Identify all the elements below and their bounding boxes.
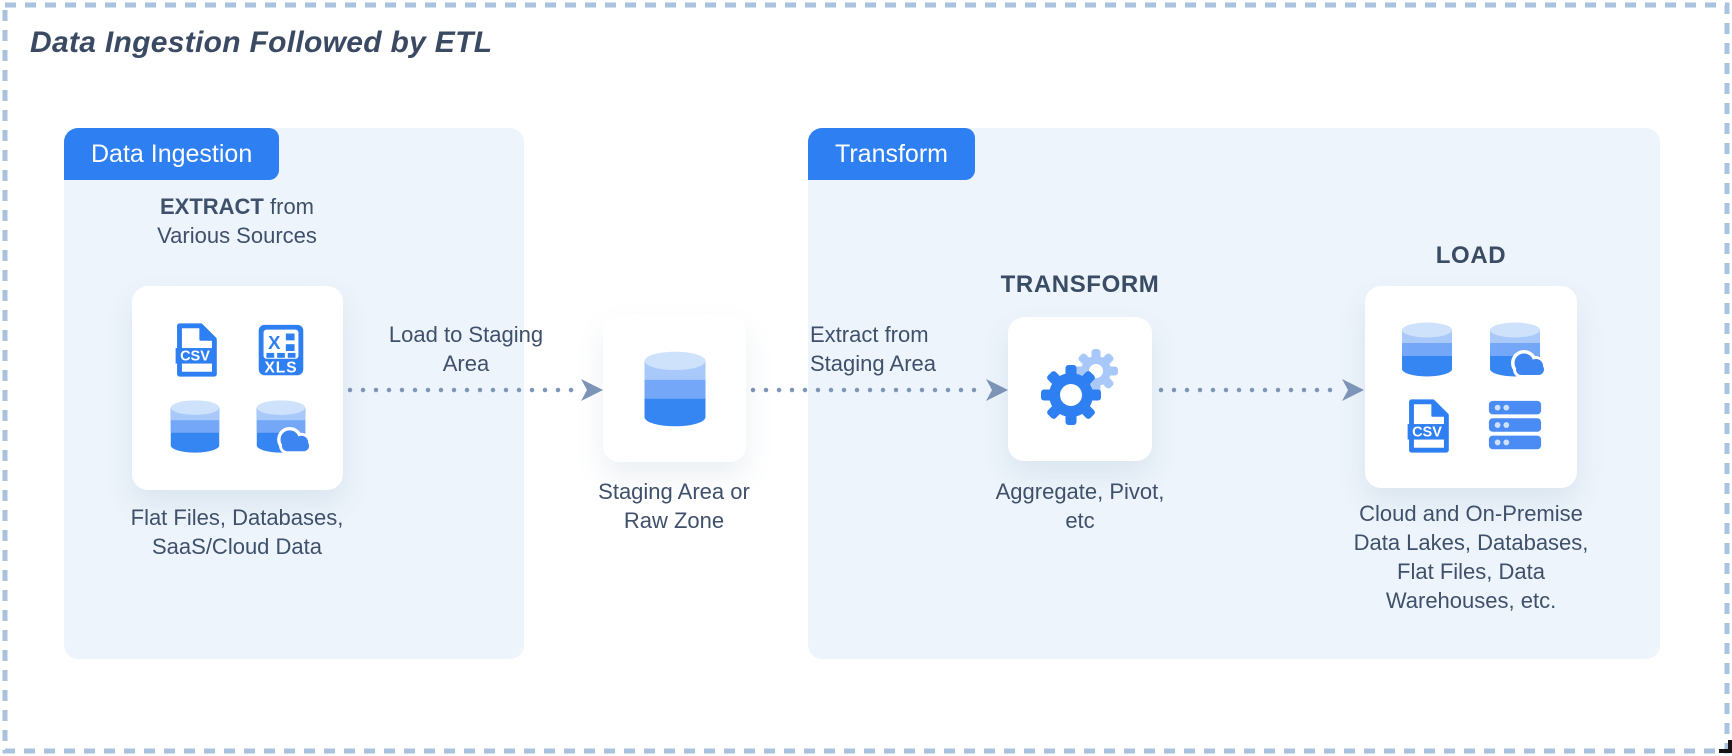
database-icon — [170, 400, 219, 453]
svg-text:X: X — [268, 332, 281, 353]
extract-heading: EXTRACT from Various Sources — [87, 192, 387, 250]
extract-caption: Flat Files, Databases, SaaS/Cloud Data — [130, 505, 344, 559]
arrow-extract-from-staging — [750, 379, 1008, 401]
staging-caption: Staging Area or Raw Zone — [598, 479, 750, 533]
data-ingestion-panel-label: Data Ingestion — [64, 128, 280, 180]
load-targets-card: CSV — [1365, 286, 1577, 488]
cloud-icon — [276, 426, 312, 455]
svg-text:XLS: XLS — [264, 359, 297, 376]
arrow-load-to-staging — [347, 379, 603, 401]
svg-text:CSV: CSV — [180, 349, 210, 365]
arrowhead-icon — [581, 379, 603, 401]
load-icon-grid: CSV — [1395, 317, 1547, 457]
corner-artifact — [1728, 740, 1732, 753]
extract-heading-line2: Various Sources — [157, 223, 317, 248]
arrowhead-icon — [986, 379, 1008, 401]
database-cloud-icon — [1490, 322, 1547, 378]
arrowhead-icon — [1342, 379, 1364, 401]
extract-icon-grid: CSV X XLS — [164, 319, 312, 457]
page-title: Data Ingestion Followed by ETL — [30, 26, 493, 59]
csv-file-icon: CSV — [1407, 399, 1449, 453]
load-to-staging-label: Load to Staging Area — [388, 322, 544, 376]
arrow-transform-to-load — [1158, 379, 1364, 401]
transform-heading: TRANSFORM — [1000, 271, 1160, 298]
cloud-icon — [1511, 350, 1547, 378]
extract-sources-card: CSV X XLS — [132, 286, 343, 490]
extract-heading-line1: EXTRACT from — [159, 194, 314, 219]
svg-text:CSV: CSV — [1412, 425, 1442, 441]
load-heading: LOAD — [1435, 242, 1507, 269]
big-gear — [1041, 365, 1101, 425]
transform-panel-label: Transform — [808, 128, 975, 180]
load-caption: Cloud and On-Premise Data Lakes, Databas… — [1353, 501, 1589, 613]
xls-file-icon: X XLS — [258, 324, 303, 376]
corner-artifact — [1719, 749, 1732, 753]
transform-caption: Aggregate, Pivot, etc — [995, 479, 1165, 533]
database-icon — [644, 351, 705, 426]
csv-file-icon: CSV — [175, 323, 217, 377]
staging-area-card — [603, 315, 746, 462]
database-icon — [1402, 322, 1452, 377]
database-cloud-icon — [256, 400, 312, 455]
server-stack-icon — [1488, 400, 1542, 450]
gears-icon — [1041, 349, 1118, 425]
transform-card — [1008, 317, 1152, 461]
extract-from-staging-label: Extract from Staging Area — [810, 322, 936, 376]
